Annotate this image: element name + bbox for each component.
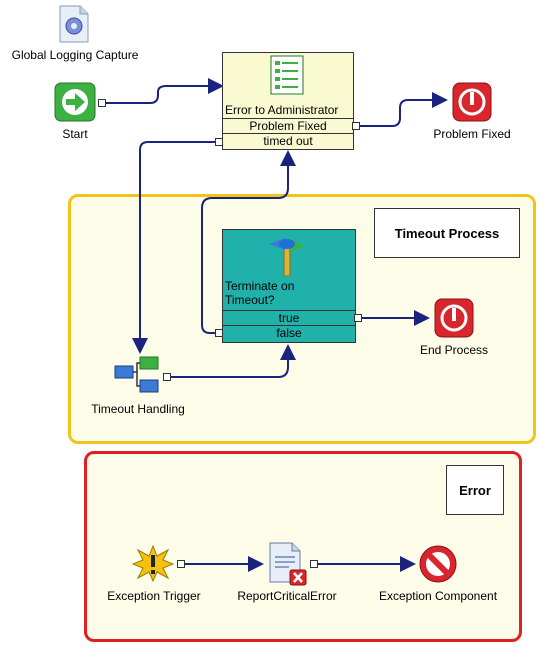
start-label: Start — [62, 127, 88, 141]
wire-problemfixed-to-end — [358, 92, 448, 127]
global-logging-label: Global Logging Capture — [11, 48, 139, 62]
exception-trigger-label: Exception Trigger — [107, 589, 201, 603]
wire-handling-to-terminate — [170, 344, 296, 378]
terminate-title-line1: Terminate on — [225, 279, 295, 293]
error-to-admin-title: Error to Administrator — [225, 103, 339, 117]
end-process-node[interactable] — [434, 298, 474, 338]
exception-component-label: Exception Component — [378, 589, 498, 603]
wire-start-to-admin — [106, 78, 224, 104]
timed-out-port[interactable] — [215, 138, 223, 146]
hierarchy-icon — [114, 356, 159, 393]
problem-fixed-end-label: Problem Fixed — [433, 127, 511, 141]
output-timed-out[interactable]: timed out — [223, 133, 353, 148]
start-node[interactable] — [54, 82, 96, 122]
report-critical-error-port[interactable] — [310, 560, 318, 568]
gear-document-icon — [59, 5, 89, 43]
timeout-handling-port[interactable] — [163, 373, 171, 381]
start-output-port[interactable] — [98, 99, 106, 107]
no-entry-icon — [419, 545, 457, 583]
global-logging-node[interactable] — [56, 4, 92, 44]
problem-fixed-port[interactable] — [352, 122, 360, 130]
error-to-admin-task[interactable]: Error to Administrator Problem Fixed tim… — [222, 52, 354, 150]
exception-trigger-node[interactable] — [131, 544, 175, 583]
report-critical-error-label: ReportCriticalError — [237, 589, 337, 603]
true-port[interactable] — [354, 314, 362, 322]
red-stop-icon — [452, 82, 492, 122]
wire-false-to-admin — [201, 150, 296, 334]
signpost-icon — [269, 238, 305, 276]
terminate-title-line2: Timeout? — [225, 293, 275, 307]
exception-trigger-port[interactable] — [177, 560, 185, 568]
form-document-icon — [270, 55, 304, 95]
problem-fixed-end-node[interactable] — [452, 82, 492, 122]
timeout-handling-node[interactable] — [114, 356, 160, 396]
wire-timedout-to-handling — [132, 141, 218, 354]
start-arrow-icon — [54, 82, 96, 122]
exception-component-node[interactable] — [418, 544, 458, 584]
output-true[interactable]: true — [223, 310, 355, 325]
report-critical-error-node[interactable] — [266, 542, 310, 586]
output-problem-fixed[interactable]: Problem Fixed — [223, 118, 353, 133]
timeout-handling-label: Timeout Handling — [91, 402, 185, 416]
false-port[interactable] — [215, 329, 223, 337]
error-region-title: Error — [446, 465, 504, 515]
exception-burst-icon — [131, 544, 175, 583]
end-process-label: End Process — [419, 343, 489, 357]
document-error-icon — [269, 542, 307, 586]
terminate-decision-task[interactable]: Terminate on Timeout? true false — [222, 229, 356, 343]
timeout-process-title: Timeout Process — [374, 208, 520, 258]
output-false[interactable]: false — [223, 325, 355, 340]
red-stop-icon — [434, 298, 474, 338]
